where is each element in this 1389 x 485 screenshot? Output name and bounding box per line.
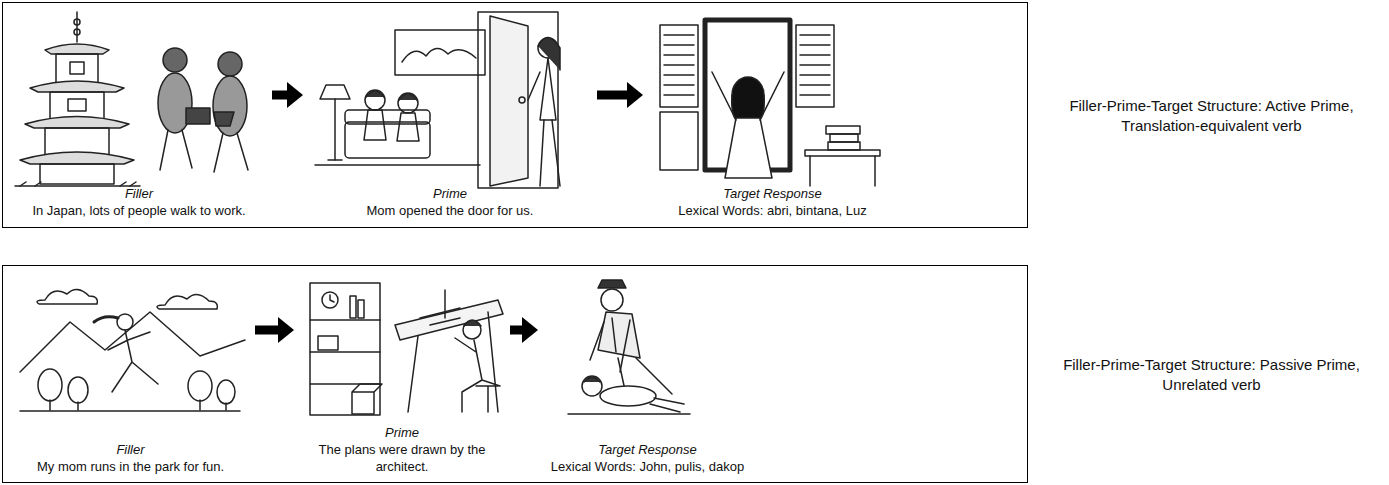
structure-label: Filler-Prime-Target Structure: Active Pr… [1039, 96, 1384, 137]
flow-arrow [255, 326, 278, 335]
trial-panel: Filler-Prime-Target Structure: Passive P… [2, 265, 1028, 483]
picture-panel: PrimeMom opened the door for us. [305, 8, 595, 224]
panel-sentence: Lexical Words: John, pulis, dakop [551, 459, 744, 476]
panel-label: Prime [385, 425, 419, 442]
panel-label: Filler [116, 442, 144, 459]
panel-label: Filler [125, 186, 153, 203]
picture-panel: PrimeThe plans were drawn by the archite… [296, 272, 508, 480]
picture-panel: Target ResponseLexical Words: John, puli… [540, 272, 755, 480]
structure-label: Filler-Prime-Target Structure: Passive P… [1039, 355, 1384, 396]
panel-sentence: In Japan, lots of people walk to work. [32, 203, 245, 220]
flow-arrow [597, 91, 627, 100]
panel-label: Target Response [598, 442, 697, 459]
panel-sentence: Lexical Words: abri, bintana, Luz [678, 203, 866, 220]
architect-drawing [310, 283, 503, 415]
runner-drawing [20, 289, 245, 411]
panel-label: Prime [433, 186, 467, 203]
panel-label: Target Response [723, 186, 822, 203]
picture-panel: Target ResponseLexical Words: abri, bint… [645, 8, 900, 224]
panel-sentence: My mom runs in the park for fun. [37, 459, 224, 476]
panel-sentence: The plans were drawn by the architect. [309, 442, 495, 476]
room-drawing [315, 12, 560, 188]
panel-sentence: Mom opened the door for us. [367, 203, 534, 220]
picture-panel: FillerIn Japan, lots of people walk to w… [8, 8, 270, 224]
picture-panel: FillerMy mom runs in the park for fun. [8, 272, 253, 480]
trial-panel: Filler-Prime-Target Structure: Active Pr… [2, 2, 1028, 228]
police-drawing [568, 280, 690, 414]
walkers-drawing [158, 48, 248, 172]
flow-arrow [510, 326, 522, 335]
pagoda-drawing [15, 12, 140, 186]
flow-arrow [272, 91, 287, 100]
window-drawing [660, 20, 880, 186]
